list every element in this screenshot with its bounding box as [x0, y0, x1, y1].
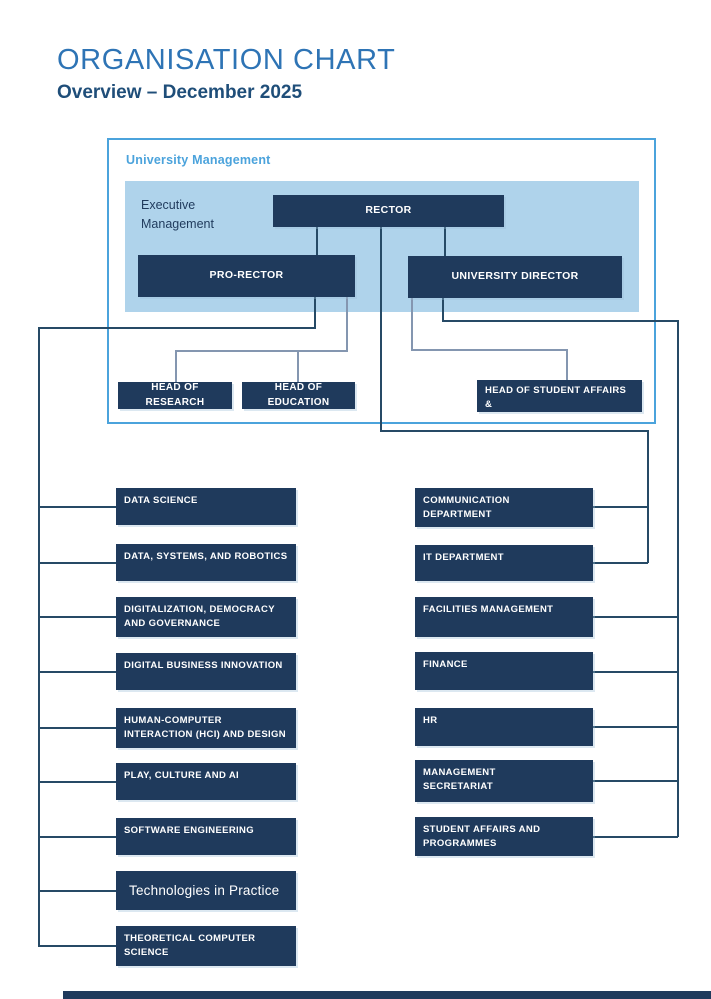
connector-stub-data-science: [39, 506, 117, 508]
org-node-head-of-research: HEAD OF RESEARCH: [118, 382, 232, 409]
connector-left-feeder-v: [38, 327, 40, 947]
connector-stub-data-systems: [39, 562, 117, 564]
connector-left-top-h: [39, 327, 316, 329]
org-node-hci-design: HUMAN-COMPUTER INTERACTION (HCI) AND DES…: [116, 708, 296, 748]
org-node-management-secretariat: MANAGEMENT SECRETARIAT: [415, 760, 593, 802]
org-node-facilities-management: FACILITIES MANAGEMENT: [415, 597, 593, 637]
org-node-digitalization-democracy-governance: DIGITALIZATION, DEMOCRACY AND GOVERNANCE: [116, 597, 296, 637]
connector-stub-student-affairs: [593, 836, 678, 838]
connector-stub-finance: [593, 671, 678, 673]
connector-director-right-v: [442, 298, 444, 322]
connector-stub-digitalization: [39, 616, 117, 618]
connector-stub-head-student: [566, 349, 568, 381]
connector-rector-feeder-h: [380, 430, 649, 432]
org-node-head-of-education: HEAD OF EDUCATION: [242, 382, 355, 409]
connector-right-inner-v: [647, 430, 649, 563]
org-node-communication-department: COMMUNICATION DEPARTMENT: [415, 488, 593, 527]
org-node-head-of-student-affairs: HEAD OF STUDENT AFFAIRS & PROGRAMMES: [477, 380, 642, 424]
connector-right-top-h: [442, 320, 678, 322]
org-node-theoretical-computer-science: THEORETICAL COMPUTER SCIENCE: [116, 926, 296, 966]
connector-rector-prorector: [316, 227, 318, 256]
connector-stub-hr: [593, 726, 678, 728]
connector-stub-secretariat: [593, 780, 678, 782]
org-node-technologies-in-practice: Technologies in Practice: [116, 871, 296, 910]
connector-rector-feeder-v: [380, 226, 382, 432]
connector-stub-theoretical: [39, 945, 117, 947]
page-header: ORGANISATION CHART Overview – December 2…: [57, 44, 395, 104]
connector-rector-director: [444, 227, 446, 257]
page-title: ORGANISATION CHART: [57, 44, 396, 76]
connector-heads-bracket-h: [175, 350, 348, 352]
org-node-finance: FINANCE: [415, 652, 593, 690]
org-node-hr: HR: [415, 708, 593, 746]
org-node-it-department: IT DEPARTMENT: [415, 545, 593, 581]
connector-stub-head-education: [297, 350, 299, 382]
connector-stub-hci: [39, 727, 117, 729]
org-node-digital-business-innovation: DIGITAL BUSINESS INNOVATION: [116, 653, 296, 690]
connector-director-bracket-v: [411, 298, 413, 351]
connector-right-feeder-v: [677, 320, 679, 837]
org-node-student-affairs-programmes: STUDENT AFFAIRS AND PROGRAMMES: [415, 817, 593, 856]
connector-stub-head-research: [175, 350, 177, 382]
org-node-software-engineering: SOFTWARE ENGINEERING: [116, 818, 296, 855]
org-node-data-systems-robotics: DATA, SYSTEMS, AND ROBOTICS: [116, 544, 296, 581]
university-management-label: University Management: [126, 153, 271, 167]
connector-stub-technologies: [39, 890, 117, 892]
connector-student-bracket-h: [411, 349, 568, 351]
connector-stub-software: [39, 836, 117, 838]
org-node-play-culture-ai: PLAY, CULTURE AND AI: [116, 763, 296, 800]
executive-management-label: Executive Management: [141, 198, 214, 231]
org-node-data-science: DATA SCIENCE: [116, 488, 296, 525]
connector-stub-digital-business: [39, 671, 117, 673]
university-management-frame: University Management: [107, 138, 656, 424]
connector-prorector-left-v: [314, 297, 316, 329]
connector-stub-play: [39, 781, 117, 783]
connector-stub-communication: [593, 506, 648, 508]
org-node-university-director: UNIVERSITY DIRECTOR: [408, 256, 622, 298]
connector-stub-facilities: [593, 616, 678, 618]
connector-stub-it: [593, 562, 648, 564]
org-node-pro-rector: PRO-RECTOR: [138, 255, 355, 297]
footer-bar: [63, 991, 711, 999]
connector-prorector-bracket-v: [346, 297, 348, 352]
page-subtitle: Overview – December 2025: [57, 82, 303, 103]
org-node-rector: RECTOR: [273, 195, 504, 227]
